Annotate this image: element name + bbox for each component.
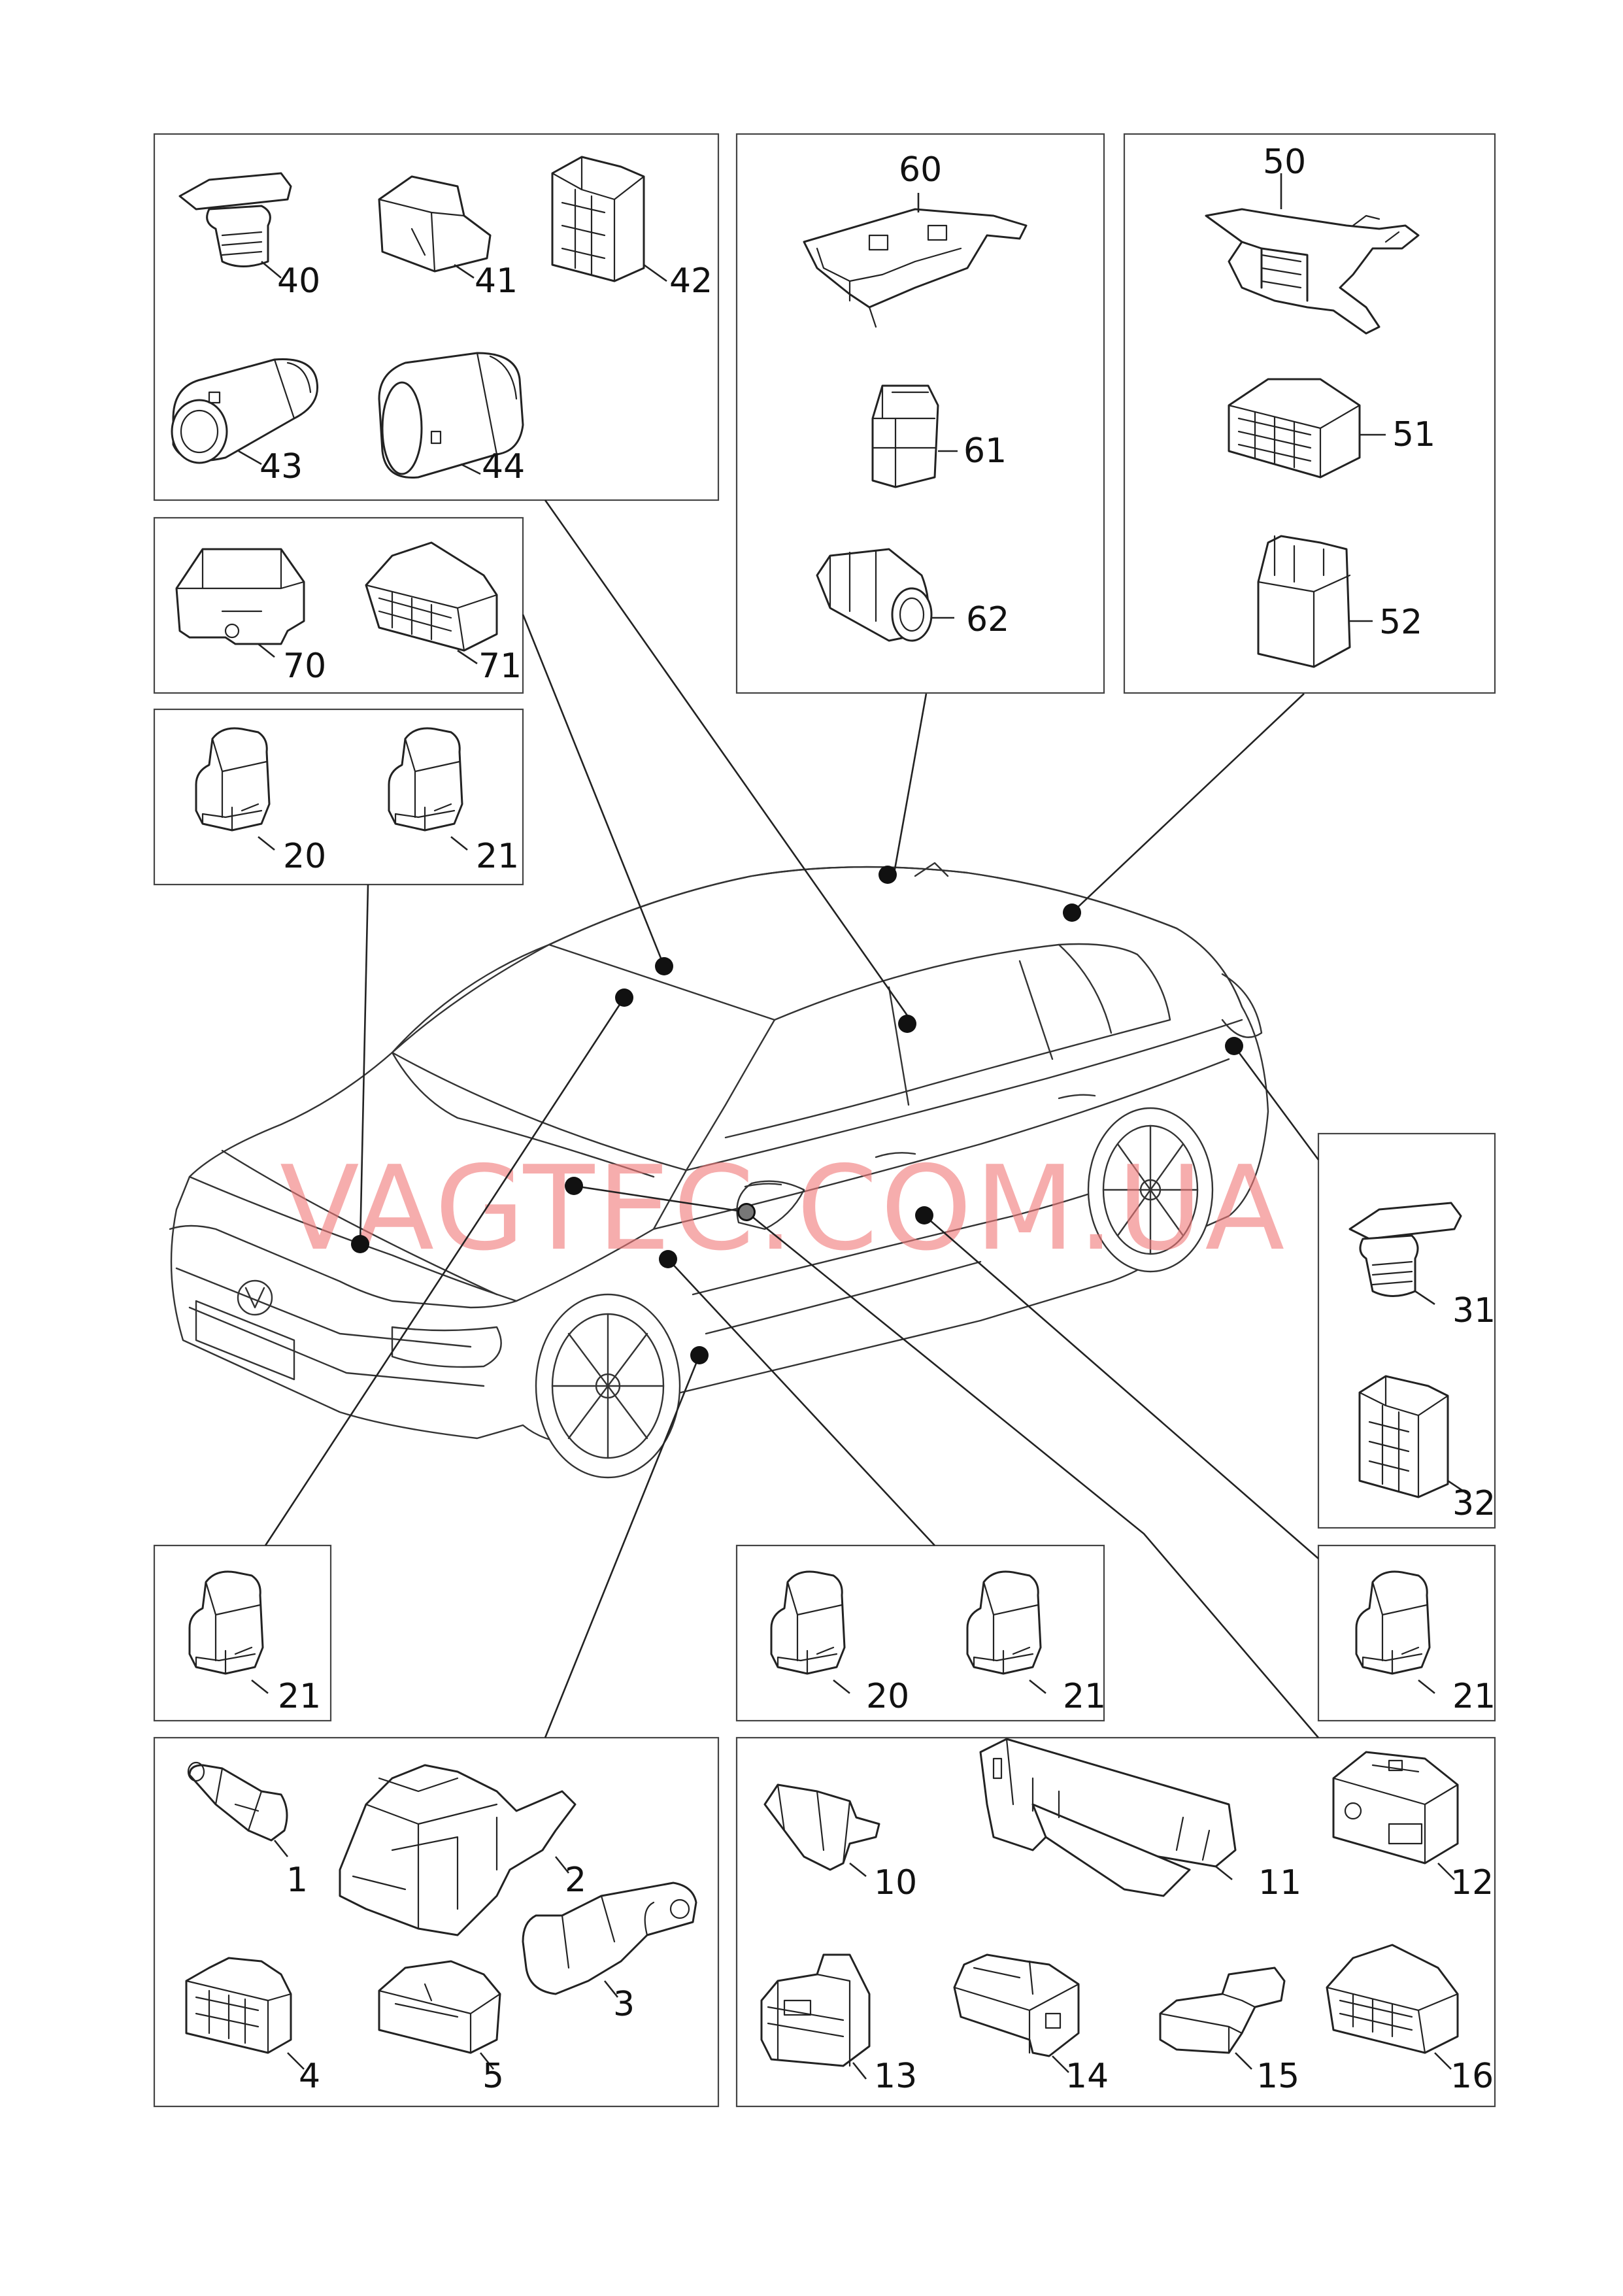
label-44: 44 — [482, 447, 525, 486]
label-2: 2 — [565, 1861, 586, 1900]
part-2 — [339, 1764, 577, 1936]
label-21-top: 21 — [476, 837, 519, 876]
label-70: 70 — [283, 647, 326, 686]
label-11: 11 — [1258, 1863, 1301, 1902]
part-labels: 40 41 42 43 44 60 61 62 50 51 52 70 71 2… — [259, 143, 1496, 2096]
part-20-top — [195, 727, 275, 851]
label-51: 51 — [1392, 415, 1435, 454]
label-16: 16 — [1450, 2057, 1494, 2096]
part-20-mid — [770, 1570, 850, 1695]
watermark: VAGTEC.COM.UA — [280, 1141, 1287, 1276]
part-71 — [365, 541, 498, 665]
label-10: 10 — [874, 1863, 917, 1902]
part-60 — [803, 193, 1028, 328]
label-62: 62 — [966, 600, 1009, 639]
part-21-right — [1355, 1570, 1435, 1695]
part-40 — [178, 172, 292, 279]
label-42: 42 — [669, 262, 712, 301]
label-20-top: 20 — [283, 837, 326, 876]
part-21-top — [388, 727, 468, 851]
part-5 — [378, 1960, 501, 2070]
label-21-mid: 21 — [1063, 1677, 1106, 1716]
label-3: 3 — [613, 1985, 635, 2024]
label-13: 13 — [874, 2057, 917, 2096]
part-44 — [378, 352, 524, 479]
part-1 — [187, 1761, 289, 1857]
part-21-mid — [966, 1570, 1046, 1695]
leader-lines — [264, 499, 1320, 1738]
label-31: 31 — [1452, 1291, 1496, 1330]
label-20-mid: 20 — [866, 1677, 909, 1716]
label-41: 41 — [475, 262, 518, 301]
part-52 — [1257, 535, 1373, 668]
label-4: 4 — [299, 2057, 320, 2096]
part-61 — [871, 384, 958, 488]
label-52: 52 — [1379, 603, 1422, 642]
part-14 — [953, 1953, 1080, 2073]
location-dots — [351, 866, 1243, 1364]
label-15: 15 — [1256, 2057, 1299, 2096]
part-50 — [1205, 173, 1420, 335]
part-4 — [185, 1957, 305, 2070]
part-10 — [763, 1783, 880, 1878]
part-13 — [760, 1953, 871, 2080]
part-12 — [1332, 1751, 1459, 1880]
part-3 — [522, 1882, 697, 1998]
label-1: 1 — [286, 1861, 308, 1900]
label-5: 5 — [482, 2057, 504, 2096]
label-60: 60 — [899, 150, 942, 190]
part-32 — [1358, 1375, 1468, 1498]
label-40: 40 — [277, 262, 320, 301]
part-21-left — [188, 1570, 269, 1695]
part-42 — [551, 156, 667, 282]
label-32: 32 — [1452, 1484, 1496, 1523]
label-61: 61 — [963, 431, 1007, 471]
part-31 — [1348, 1202, 1462, 1306]
car-illustration — [169, 862, 1269, 1479]
label-71: 71 — [478, 647, 522, 686]
part-11 — [979, 1738, 1237, 1897]
label-12: 12 — [1450, 1863, 1494, 1902]
part-16 — [1326, 1944, 1459, 2070]
label-43: 43 — [259, 447, 303, 486]
part-41 — [378, 175, 492, 279]
part-15 — [1159, 1967, 1286, 2070]
label-21-right: 21 — [1452, 1677, 1496, 1716]
label-21-left: 21 — [278, 1677, 321, 1716]
part-51 — [1228, 378, 1386, 479]
label-14: 14 — [1065, 2057, 1109, 2096]
part-70 — [175, 548, 305, 658]
label-50: 50 — [1263, 143, 1306, 182]
part-43 — [171, 358, 319, 465]
part-62 — [816, 548, 954, 642]
